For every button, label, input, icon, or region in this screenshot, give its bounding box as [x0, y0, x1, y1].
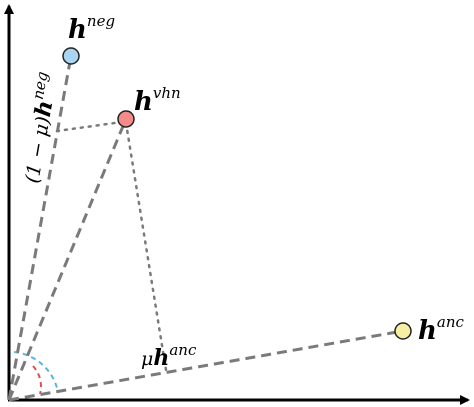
label-one-minus-mu-h-neg: (1 − μ)hneg [14, 70, 63, 185]
angle-arc-outer [13, 351, 59, 393]
label-h-neg: hneg [68, 12, 115, 45]
vector-h-neg [7, 55, 73, 401]
point-h-vhn [117, 110, 135, 128]
angle-arc-inner [32, 365, 42, 395]
vector-h-vhn [7, 118, 128, 401]
projection-line-neg [55, 120, 124, 133]
vector-h-anc [8, 329, 404, 402]
point-h-neg [62, 47, 80, 65]
label-mu-h-anc: μhanc [141, 341, 197, 371]
label-h-anc: hanc [418, 313, 465, 346]
point-h-anc [394, 322, 412, 340]
projection-line-anc [124, 121, 168, 372]
label-h-vhn: hvhn [134, 84, 181, 117]
